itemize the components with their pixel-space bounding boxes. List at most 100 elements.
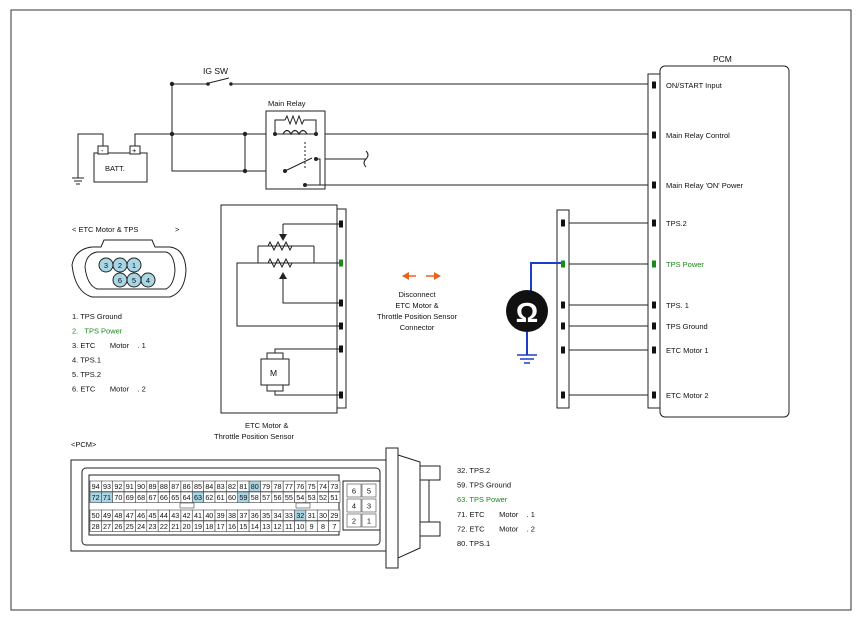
pcm-pin-number: 35 bbox=[262, 511, 270, 520]
side-connector-pin-marker bbox=[561, 219, 565, 227]
pcm-small-pin-number: 1 bbox=[367, 517, 371, 526]
pcm-pin-number: 41 bbox=[194, 511, 202, 520]
etc-pin-number: 5 bbox=[132, 276, 136, 285]
pcm-pin-number: 51 bbox=[330, 493, 338, 502]
pcm-pin-marker bbox=[652, 346, 656, 354]
pcm-pin-number: 87 bbox=[171, 482, 179, 491]
pcm-small-pin-number: 6 bbox=[352, 487, 356, 496]
etc-pin-number: 6 bbox=[118, 276, 122, 285]
pcm-pin-number: 13 bbox=[262, 522, 270, 531]
pcm-pin-number: 20 bbox=[183, 522, 191, 531]
disconnect-text-line: ETC Motor & bbox=[395, 301, 438, 310]
etc-pin-number: 1 bbox=[132, 261, 136, 270]
wire-break-icon bbox=[363, 150, 369, 168]
pcm-pin-number: 90 bbox=[137, 482, 145, 491]
etc-block-pin-marker bbox=[339, 220, 343, 228]
pcm-pin-number: 92 bbox=[114, 482, 122, 491]
pcm-pin-number: 57 bbox=[262, 493, 270, 502]
pcm-pin-number: 37 bbox=[239, 511, 247, 520]
ohmmeter-icon bbox=[506, 290, 548, 332]
pcm-pin-number: 85 bbox=[194, 482, 202, 491]
pcm-pin-number: 76 bbox=[296, 482, 304, 491]
pcm-pin-number: 52 bbox=[319, 493, 327, 502]
pcm-pin-number: 16 bbox=[228, 522, 236, 531]
disconnect-text-line: Disconnect bbox=[398, 290, 436, 299]
pcm-pin-number: 7 bbox=[332, 522, 336, 531]
pcm-pin-number: 28 bbox=[92, 522, 100, 531]
pcm-pin-marker bbox=[652, 391, 656, 399]
pcm-pin-number: 79 bbox=[262, 482, 270, 491]
side-connector-pin-marker bbox=[561, 260, 565, 268]
pcm-pin-number: 73 bbox=[330, 482, 338, 491]
pcm-pin-number: 19 bbox=[194, 522, 202, 531]
pcm-pin-cell bbox=[328, 491, 341, 503]
pcm-small-pin-cell bbox=[346, 498, 362, 513]
pcm-pin-number: 81 bbox=[239, 482, 247, 491]
pcm-pin-strip bbox=[647, 73, 661, 409]
battery-positive: + bbox=[132, 146, 137, 155]
pcm-small-pin-cell bbox=[361, 483, 377, 498]
ig-feed-wire bbox=[171, 84, 266, 172]
pcm-legend-item: 32. TPS.2 bbox=[457, 466, 490, 475]
pcm-pin-number: 17 bbox=[217, 522, 225, 531]
pcm-pin-number: 9 bbox=[310, 522, 314, 531]
pcm-pin-number: 36 bbox=[251, 511, 259, 520]
side-connector-pin-marker bbox=[561, 322, 565, 330]
pcm-pin-label: Main Relay Control bbox=[666, 131, 730, 140]
pcm-pin-number: 58 bbox=[251, 493, 259, 502]
pcm-pin-label: Main Relay 'ON' Power bbox=[666, 181, 744, 190]
probe-ground-icon bbox=[517, 354, 537, 364]
relay-coil-icon bbox=[282, 129, 308, 136]
pcm-pin-number: 88 bbox=[160, 482, 168, 491]
pcm-pin-marker bbox=[652, 322, 656, 330]
probe-wire-top bbox=[530, 262, 563, 296]
pcm-pin-number: 21 bbox=[171, 522, 179, 531]
pcm-pin-number: 39 bbox=[217, 511, 225, 520]
pcm-pin-number: 62 bbox=[205, 493, 213, 502]
pcm-pin-number: 75 bbox=[308, 482, 316, 491]
pcm-pin-number: 55 bbox=[285, 493, 293, 502]
pcm-pin-number: 74 bbox=[319, 482, 327, 491]
pcm-key-slot bbox=[179, 502, 195, 509]
pcm-pin-number: 48 bbox=[114, 511, 122, 520]
pcm-pin-number: 26 bbox=[114, 522, 122, 531]
pcm-pin-number: 27 bbox=[103, 522, 111, 531]
pcm-pin-marker bbox=[652, 81, 656, 89]
main-relay-label: Main Relay bbox=[268, 99, 306, 108]
pcm-pin-number: 18 bbox=[205, 522, 213, 531]
pcm-pin-number: 72 bbox=[92, 493, 100, 502]
etc-block-pin-marker bbox=[339, 299, 343, 307]
pcm-pin-marker bbox=[652, 260, 656, 268]
etc-legend-item: 5. TPS.2 bbox=[72, 370, 101, 379]
pcm-pin-number: 34 bbox=[274, 511, 282, 520]
pcm-pin-number: 77 bbox=[285, 482, 293, 491]
pcm-pin-number: 53 bbox=[308, 493, 316, 502]
etc-legend-item: 4. TPS.1 bbox=[72, 356, 101, 365]
etc-connector-title-close: > bbox=[175, 225, 180, 234]
pcm-pin-number: 89 bbox=[149, 482, 157, 491]
etc-block-pin-marker bbox=[339, 391, 343, 399]
etc-legend-item: 6. ETC Motor . 2 bbox=[72, 385, 146, 394]
etc-pin bbox=[140, 272, 156, 288]
pcm-pin-number: 14 bbox=[251, 522, 259, 531]
side-connector-pin-marker bbox=[561, 346, 565, 354]
pcm-box bbox=[659, 65, 790, 418]
battery: - + BATT. bbox=[72, 133, 266, 185]
pcm-side-connector bbox=[556, 209, 570, 409]
ground-icon bbox=[72, 177, 84, 185]
pcm-pin-number: 60 bbox=[228, 493, 236, 502]
pcm-small-pin-cell bbox=[361, 498, 377, 513]
pcm-pin-marker bbox=[652, 219, 656, 227]
pcm-pin-number: 69 bbox=[126, 493, 134, 502]
etc-legend-item: 2. TPS Power bbox=[72, 327, 123, 336]
pcm-pin-number: 64 bbox=[183, 493, 191, 502]
pcm-pin-number: 78 bbox=[274, 482, 282, 491]
pcm-pin-label: TPS Power bbox=[666, 260, 704, 269]
etc-pin-number: 3 bbox=[104, 261, 108, 270]
pcm-pin-number: 22 bbox=[160, 522, 168, 531]
ohm-symbol: Ω bbox=[516, 297, 538, 328]
pcm-pin-marker bbox=[652, 131, 656, 139]
pcm-pin-number: 50 bbox=[92, 511, 100, 520]
pcm-pin-marker bbox=[652, 301, 656, 309]
